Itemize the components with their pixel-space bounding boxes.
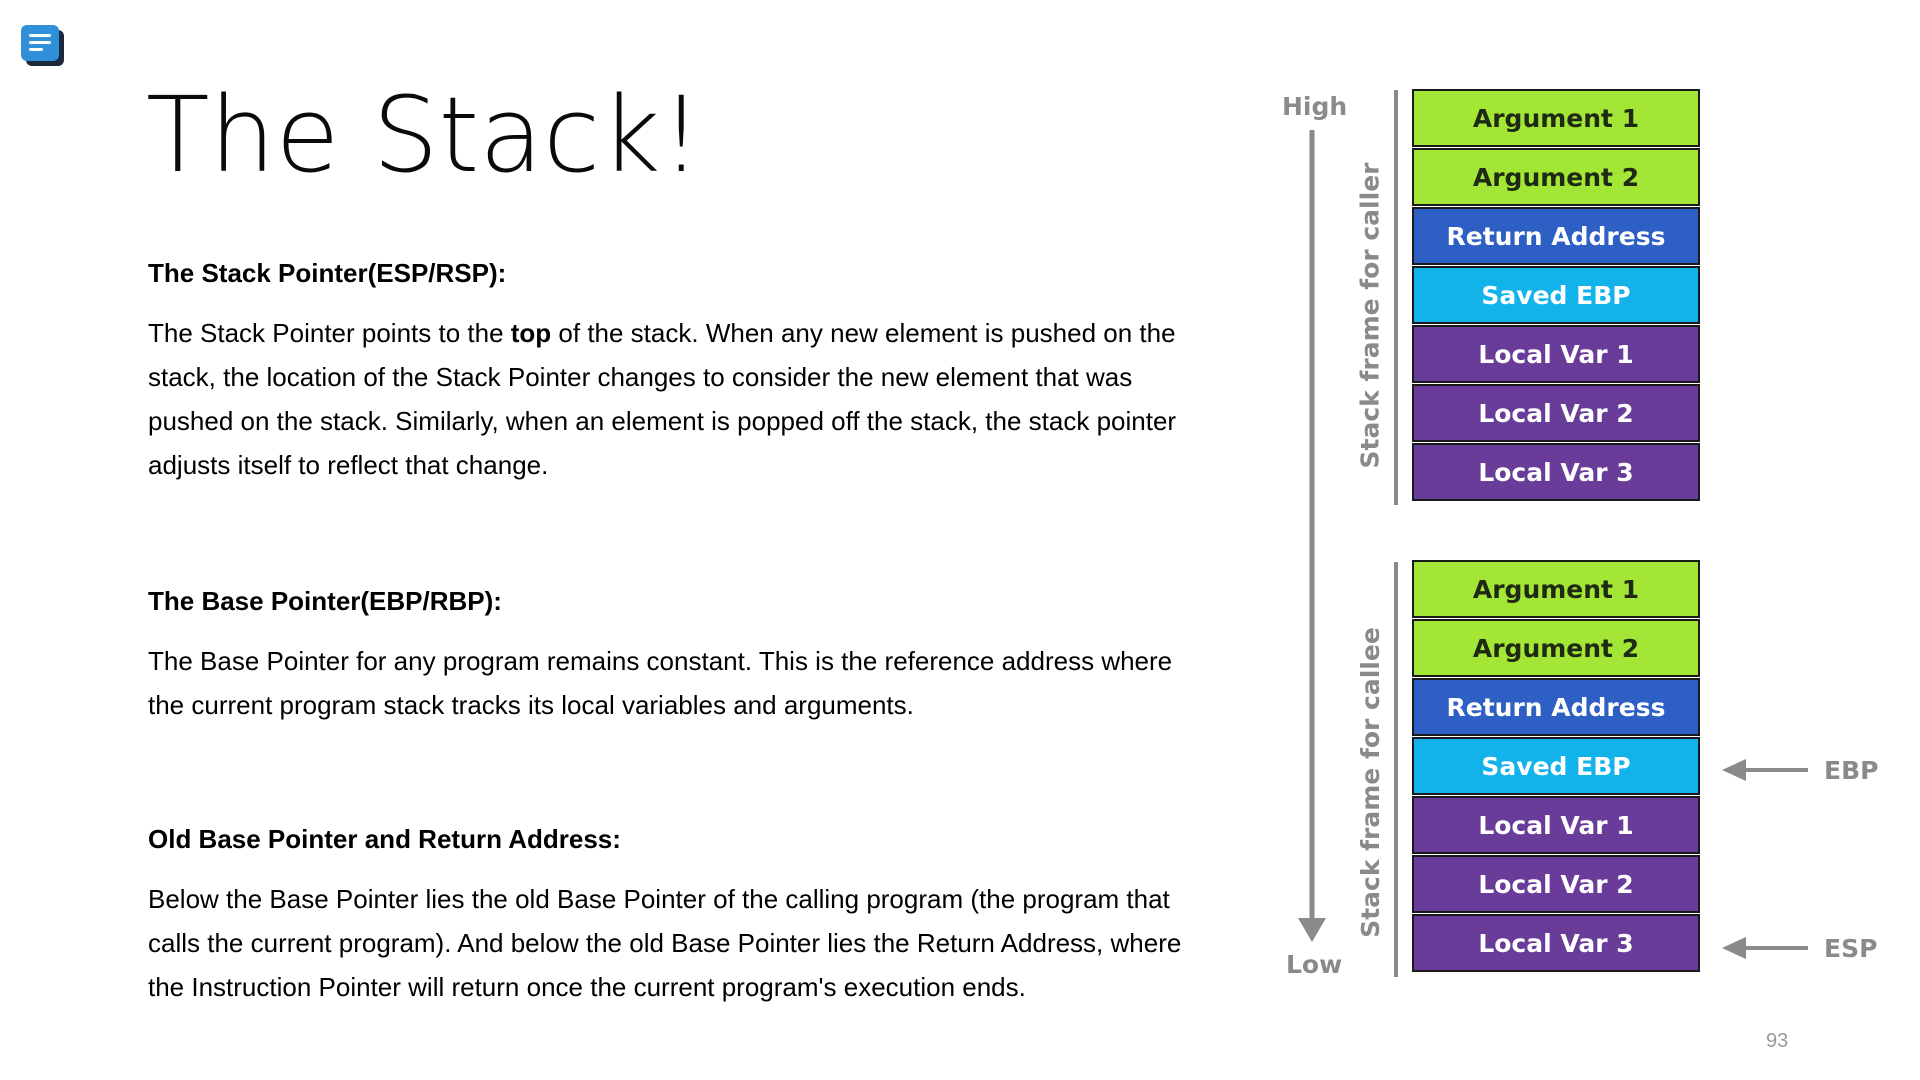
section-heading: The Stack Pointer(ESP/RSP): xyxy=(148,258,507,288)
callee-cell-argument-1: Argument 1 xyxy=(1412,560,1700,618)
caller-cell-return-address: Return Address xyxy=(1412,207,1700,265)
callee-cell-local-var-2: Local Var 2 xyxy=(1412,855,1700,913)
direction-arrow-head xyxy=(1298,918,1326,942)
esp-arrow-icon xyxy=(1722,937,1746,959)
callee-cell-local-var-1: Local Var 1 xyxy=(1412,796,1700,854)
caller-cell-local-var-1: Local Var 1 xyxy=(1412,325,1700,383)
page-title: The Stack! xyxy=(146,74,703,196)
page-number: 93 xyxy=(1766,1030,1789,1052)
caller-cell-local-var-2: Local Var 2 xyxy=(1412,384,1700,442)
bold-text: top xyxy=(510,318,552,348)
section-old-base-pointer: Old Base Pointer and Return Address: Bel… xyxy=(148,824,1208,1009)
caller-cell-local-var-3: Local Var 3 xyxy=(1412,443,1700,501)
low-label: Low xyxy=(1286,950,1343,979)
caller-frame-label: Stack frame for caller xyxy=(1355,162,1385,468)
callee-cell-argument-2: Argument 2 xyxy=(1412,619,1700,677)
section-heading: The Base Pointer(EBP/RBP): xyxy=(148,586,502,616)
ebp-label: EBP xyxy=(1824,756,1879,785)
callee-frame-label: Stack frame for callee xyxy=(1355,626,1385,938)
esp-label: ESP xyxy=(1824,934,1878,963)
callee-cell-local-var-3: Local Var 3 xyxy=(1412,914,1700,972)
section-text: The Stack Pointer points to the top of t… xyxy=(148,318,1177,480)
high-label: High xyxy=(1282,92,1348,121)
caller-cell-argument-2: Argument 2 xyxy=(1412,148,1700,206)
caller-cell-argument-1: Argument 1 xyxy=(1412,89,1700,147)
section-base-pointer: The Base Pointer(EBP/RBP): The Base Poin… xyxy=(148,586,1208,727)
notes-icon[interactable] xyxy=(20,24,66,68)
ebp-arrow-icon xyxy=(1722,759,1746,781)
section-heading: Old Base Pointer and Return Address: xyxy=(148,824,621,854)
section-text: The Base Pointer for any program remains… xyxy=(148,646,1173,720)
section-text: Below the Base Pointer lies the old Base… xyxy=(148,884,1182,1002)
callee-cell-return-address: Return Address xyxy=(1412,678,1700,736)
caller-cell-saved-ebp: Saved EBP xyxy=(1412,266,1700,324)
section-stack-pointer: The Stack Pointer(ESP/RSP): The Stack Po… xyxy=(148,258,1208,487)
callee-cell-saved-ebp: Saved EBP xyxy=(1412,737,1700,795)
